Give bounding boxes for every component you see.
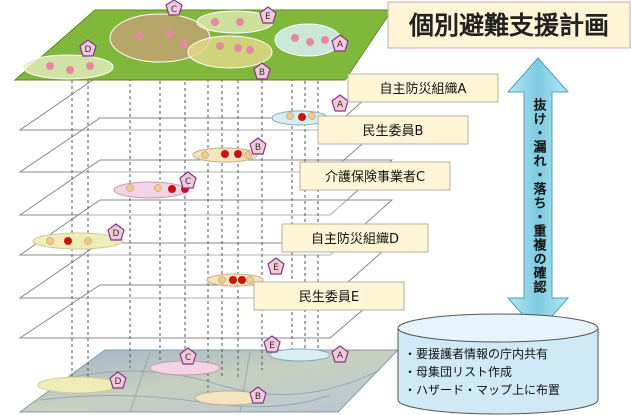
title-box	[387, 1, 631, 49]
pentagon-letters: C E A D B A B C D E E A C D B	[85, 5, 344, 402]
map-groups	[37, 348, 331, 406]
marker-b-map: B	[255, 392, 261, 402]
layer-labels: 自主防災組織A 民生委員B 介護保険事業者C 自主防災組織D 民生委員E	[253, 73, 499, 311]
layer-label-d: 自主防災組織D	[311, 231, 399, 247]
database-item-1: ・要援護者情報の庁内共有	[404, 346, 548, 361]
layer-label-box-c	[299, 161, 451, 191]
layer-label-a: 自主防災組織A	[380, 81, 467, 97]
check-arrow-text: 抜け・漏れ・落ち・重複の確認	[531, 97, 548, 294]
marker-a-map: A	[337, 351, 344, 361]
layer-people	[46, 112, 316, 284]
marker-a-layer: A	[337, 100, 344, 110]
layer-label-e: 民生委員E	[299, 290, 359, 305]
marker-c-layer: C	[185, 177, 191, 187]
marker-e-top: E	[265, 12, 271, 22]
marker-b-layer: B	[255, 143, 261, 153]
pentagon-markers	[79, 0, 349, 404]
marker-c-top: C	[171, 5, 177, 15]
database-item-3: ・ハザード・マップ上に布置	[404, 383, 560, 397]
marker-a-top: A	[337, 40, 344, 50]
title-text: 個別避難支援計画	[408, 11, 609, 40]
marker-c-map: C	[185, 353, 191, 363]
layer-label-box-b	[317, 115, 469, 145]
layer-label-box-a	[347, 73, 499, 103]
top-plane-people	[46, 18, 329, 74]
layer-label-b: 民生委員B	[363, 124, 424, 139]
layer-planes	[18, 74, 394, 339]
layer-label-box-e	[253, 281, 405, 311]
red-dots	[64, 113, 306, 284]
guide-lines	[71, 40, 319, 395]
database-items: ・要援護者情報の庁内共有 ・母集団リスト作成 ・ハザード・マップ上に布置	[404, 346, 560, 397]
marker-d-top: D	[85, 45, 92, 55]
marker-e-map: E	[269, 341, 275, 351]
marker-e-layer: E	[273, 263, 279, 273]
database-cylinder	[397, 313, 599, 415]
marker-b-top: B	[259, 68, 265, 78]
layer-label-c: 介護保険事業者C	[325, 169, 425, 185]
layer-label-box-d	[281, 223, 429, 253]
marker-d-layer: D	[113, 229, 120, 239]
marker-d-map: D	[115, 377, 122, 387]
database-item-2: ・母集団リスト作成	[404, 364, 512, 379]
